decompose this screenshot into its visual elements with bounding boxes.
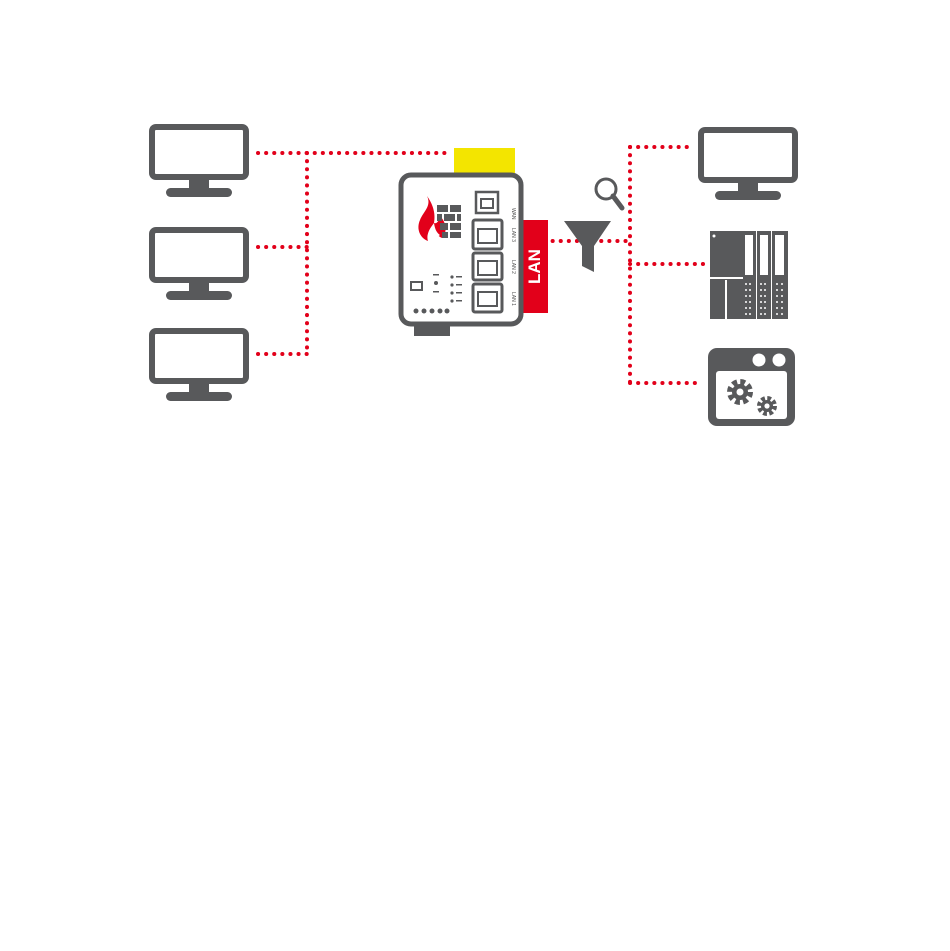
monitor-icon xyxy=(152,127,246,197)
port-label-lan2: LAN 2 xyxy=(510,260,516,274)
monitor-icon xyxy=(701,130,795,200)
funnel-filter-icon xyxy=(564,221,611,272)
plc-rack-icon xyxy=(710,231,788,319)
port-label-wan: WAN xyxy=(510,208,516,220)
magnifier-icon xyxy=(596,179,622,208)
app-settings-icon xyxy=(708,348,795,426)
lan-tab-label: LAN xyxy=(525,249,544,284)
monitor-icon xyxy=(152,230,246,300)
port-label-lan1: LAN 1 xyxy=(510,292,516,306)
left-monitor-2 xyxy=(152,230,246,300)
left-monitor-3 xyxy=(152,331,246,401)
left-monitor-1 xyxy=(152,127,246,197)
wan-tab xyxy=(454,148,515,173)
monitor-icon xyxy=(152,331,246,401)
firewall-router-icon: WAN LAN 3 LAN 2 LAN 1 xyxy=(401,175,521,336)
port-label-lan3: LAN 3 xyxy=(510,228,516,242)
right-monitor xyxy=(701,130,795,200)
